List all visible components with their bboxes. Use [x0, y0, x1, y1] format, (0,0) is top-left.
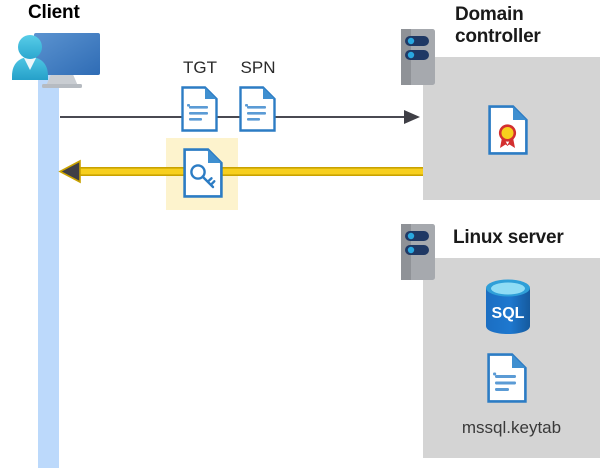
domain-controller-server-rack-icon: [401, 29, 435, 85]
domain-controller-title-line1: Domain: [455, 4, 524, 25]
certificate-document-icon: [488, 105, 528, 155]
request-arrow: [60, 107, 420, 127]
client-title: Client: [28, 2, 80, 23]
key-document-icon: [183, 148, 223, 198]
domain-controller-title-line2: controller: [455, 25, 541, 47]
domain-controller-title: Domain controller: [455, 4, 595, 48]
tgt-label: TGT: [183, 58, 217, 77]
user-workstation-icon: [8, 24, 112, 99]
keytab-filename-label: mssql.keytab: [461, 418, 562, 437]
spn-document-icon: [239, 86, 276, 132]
tgt-document-icon: [181, 86, 218, 132]
client-lifeline: [38, 74, 59, 468]
keytab-document-icon: [487, 353, 527, 403]
sql-database-label: SQL: [492, 305, 525, 322]
sql-database-icon: SQL: [480, 278, 536, 336]
response-arrow: [58, 158, 423, 186]
linux-server-rack-icon: [401, 224, 435, 280]
linux-server-title: Linux server: [453, 227, 564, 248]
spn-label: SPN: [240, 58, 276, 77]
